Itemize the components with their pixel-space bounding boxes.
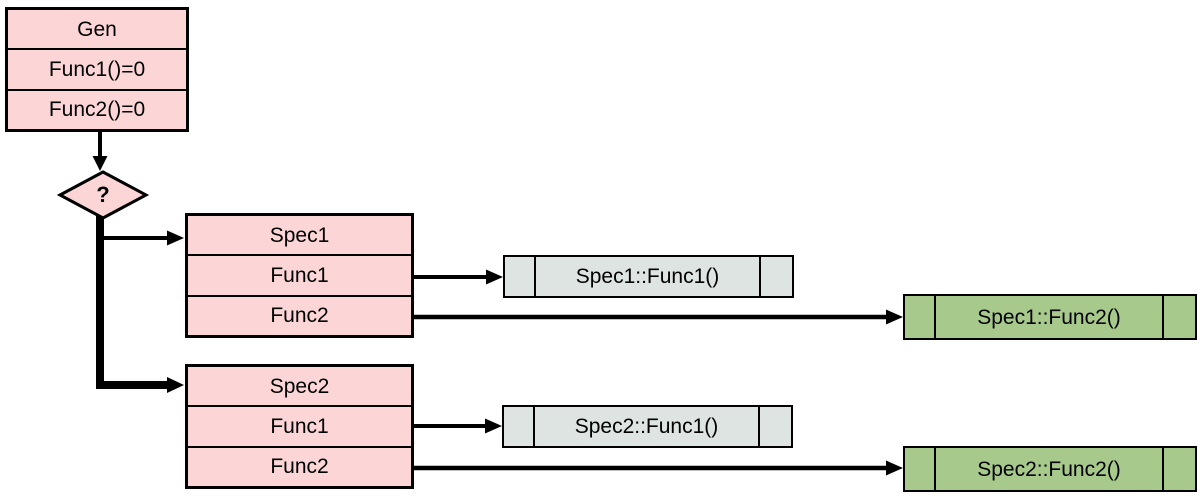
gen-method-row: Func1()=0: [8, 48, 186, 88]
vtable-spacer-cell: [905, 448, 936, 490]
decision-diamond: [56, 170, 150, 220]
connector-branch-to-spec1: [103, 230, 184, 246]
vtable-spacer-cell: [504, 407, 535, 446]
arrowhead-right-icon: [886, 309, 903, 325]
vtable-label: Spec1::Func2(): [977, 305, 1121, 329]
vtable-spacer-cell: [758, 407, 791, 446]
vtable-spacer-cell: [505, 257, 536, 296]
gen-class-box: Gen Func1()=0 Func2()=0: [5, 7, 189, 132]
vtable-box-spec2-func2: Spec2::Func2(): [903, 446, 1197, 492]
arrowhead-right-icon: [167, 377, 184, 393]
decision-label: ?: [96, 182, 110, 207]
vtable-spacer-cell: [1162, 448, 1195, 490]
vtable-box-spec2-func1: Spec2::Func1(): [502, 405, 793, 448]
spec1-method-row: Func2: [188, 294, 411, 335]
spec1-class-box: Spec1 Func1 Func2: [185, 213, 414, 338]
arrowhead-right-icon: [886, 460, 903, 476]
vtable-label: Spec2::Func2(): [977, 457, 1121, 481]
vtable-spacer-cell: [905, 296, 936, 338]
arrowhead-down-icon: [92, 156, 108, 171]
vtable-spacer-cell: [759, 257, 792, 296]
vtable-box-spec1-func1: Spec1::Func1(): [503, 255, 794, 298]
arrowhead-right-icon: [485, 418, 502, 434]
connector-spec1-func1-to-vtable: [414, 269, 503, 285]
connector-gen-to-decision: [92, 132, 108, 171]
vtable-label: Spec2::Func1(): [574, 415, 719, 438]
arrowhead-right-icon: [167, 230, 184, 246]
connector-spec2-func2-to-vtable: [414, 460, 903, 476]
gen-method-row: Func2()=0: [8, 88, 186, 129]
spec2-method-row: Func1: [188, 405, 411, 445]
arrowhead-right-icon: [486, 269, 503, 285]
vtable-spacer-cell: [1162, 296, 1195, 338]
vtable-label: Spec1::Func1(): [575, 265, 720, 288]
spec2-class-box: Spec2 Func1 Func2: [185, 364, 414, 489]
connector-spec1-func2-to-vtable: [414, 309, 903, 325]
connector-spec2-func1-to-vtable: [414, 418, 502, 434]
spec2-method-row: Func2: [188, 445, 411, 486]
gen-class-title: Gen: [77, 17, 117, 41]
spec1-class-title: Spec1: [269, 223, 330, 247]
vtable-box-spec1-func2: Spec1::Func2(): [903, 294, 1197, 340]
spec2-class-title: Spec2: [269, 374, 330, 398]
connector-trunk-to-spec2: [96, 215, 184, 393]
spec1-method-row: Func1: [188, 254, 411, 294]
